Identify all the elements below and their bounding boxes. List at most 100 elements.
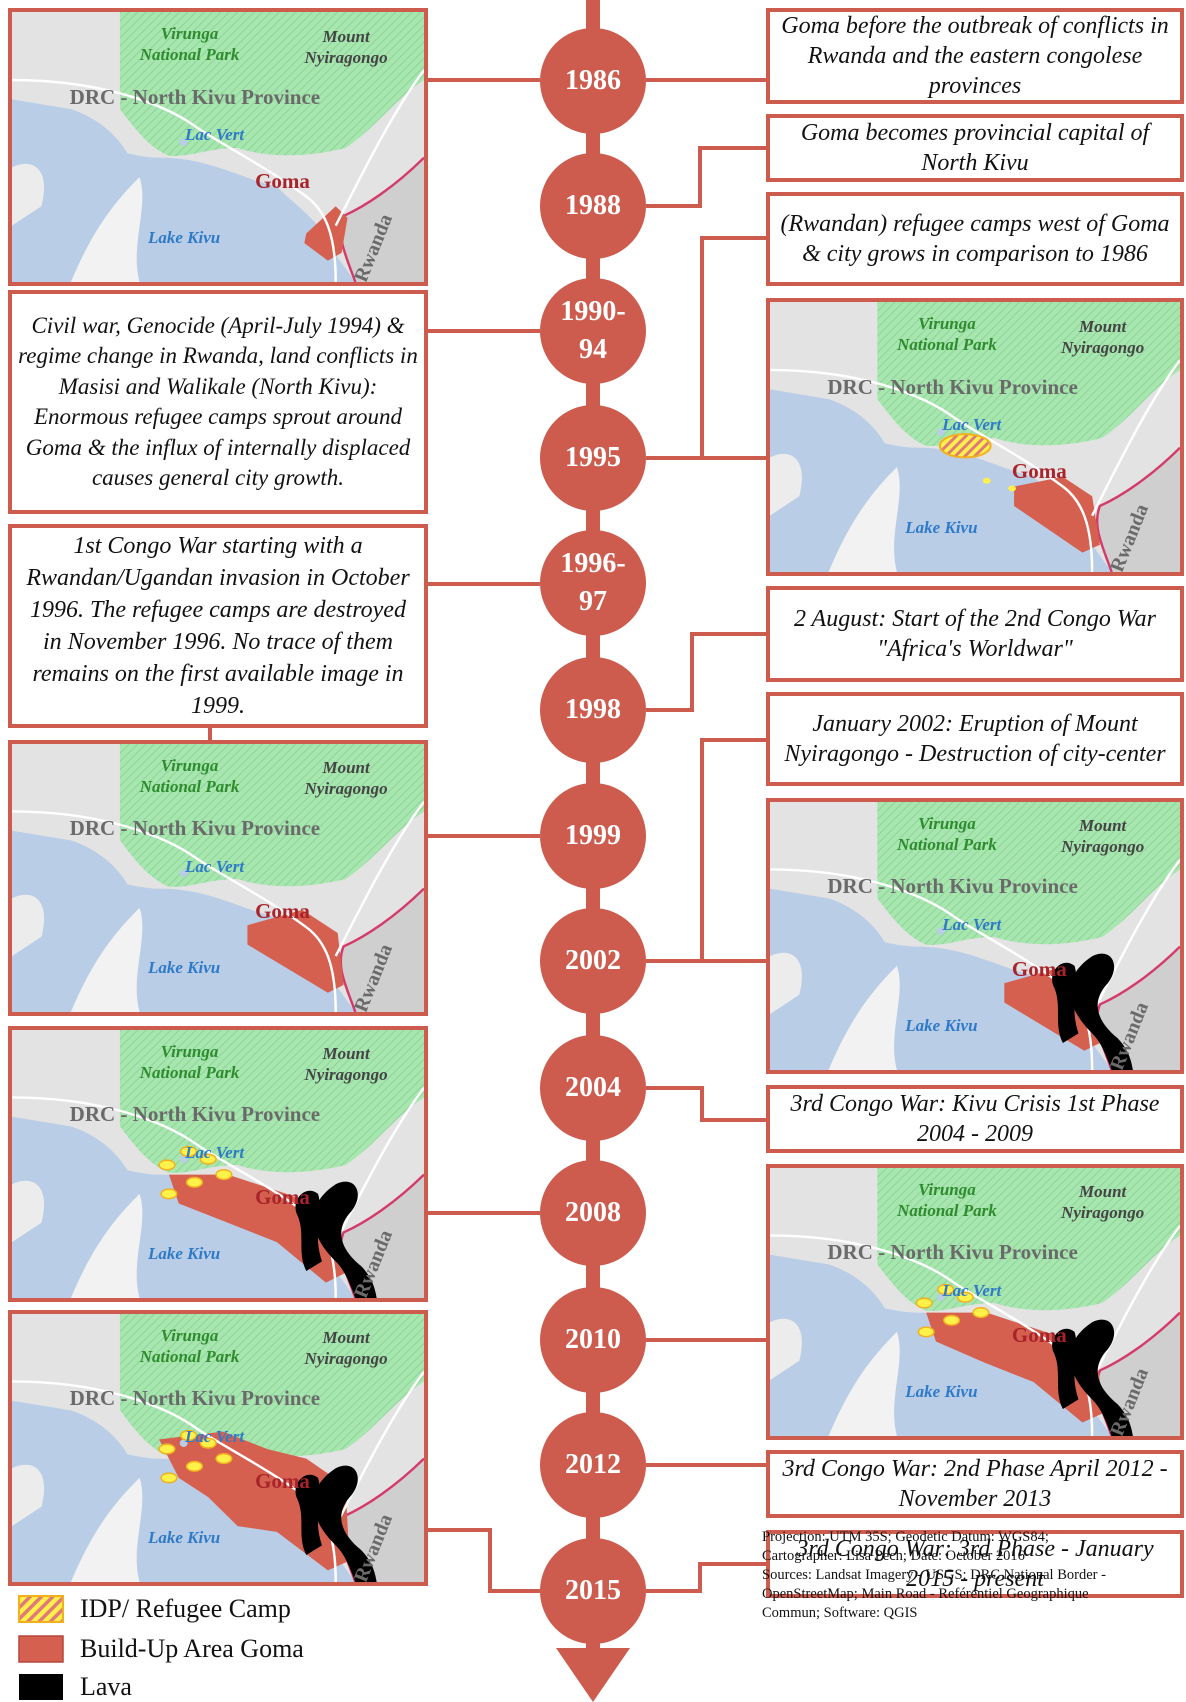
relief-peninsula (828, 1331, 900, 1436)
lava-swatch (19, 1674, 63, 1700)
lac-vert-water (936, 927, 945, 936)
timeline-node-1990-94: 1990-94 (540, 278, 646, 384)
connector-2004-event (646, 1086, 766, 1122)
idp-camp (915, 1297, 933, 1309)
lac-vert-label: Lac Vert (185, 125, 245, 145)
virunga-park-area (119, 744, 424, 887)
lava-flow (1070, 953, 1133, 1070)
timeline-node-1996-97: 1996-97 (540, 530, 646, 636)
park-label-line: National Park (139, 1062, 240, 1082)
event-1990-94: Civil war, Genocide (April-July 1994) & … (8, 290, 428, 514)
event-1988: Goma becomes provincial capital of North… (766, 114, 1184, 182)
relief-west (12, 163, 45, 226)
event-2012: 3rd Congo War: 2nd Phase April 2012 - No… (766, 1450, 1184, 1518)
credit-line: Commun; Software: QGIS (762, 1605, 918, 1621)
mount-label-line: Mount (322, 26, 370, 46)
timeline-node-1986: 1986 (540, 28, 646, 134)
park-label-line: Virunga (160, 755, 219, 775)
idp-camp (937, 1283, 955, 1296)
refugee-camp (982, 477, 991, 484)
park-label-line: National Park (139, 1346, 240, 1366)
lake-kivu-label: Lake Kivu (147, 1528, 221, 1548)
national-border (339, 887, 424, 1012)
park-label-line: Virunga (918, 313, 976, 333)
virunga-park-area (119, 12, 424, 156)
virunga-park-area (877, 1168, 1180, 1311)
idp-camp (185, 1176, 204, 1188)
mount-label-line: Nyiragongo (1061, 337, 1145, 357)
idp-camp (199, 1437, 217, 1449)
relief-west (12, 1180, 45, 1243)
mount-label-line: Mount (1079, 316, 1127, 336)
mount-label-line: Nyiragongo (304, 779, 388, 799)
lac-vert-label: Lac Vert (942, 914, 1002, 934)
idp-camp (160, 1472, 178, 1484)
virunga-park-area (119, 1030, 424, 1173)
connector-2015-map (428, 1528, 540, 1593)
relief-west (770, 952, 802, 1015)
event-1996-97: 1st Congo War starting with a Rwandan/Ug… (8, 524, 428, 728)
park-label-line: National Park (139, 44, 240, 64)
idp-camp (215, 1169, 233, 1181)
mount-label-line: Nyiragongo (1061, 837, 1145, 857)
province-label: DRC - North Kivu Province (69, 1102, 321, 1127)
timeline-node-2002: 2002 (540, 908, 646, 1014)
lava-flow (1052, 1328, 1079, 1410)
idp-camp (956, 1291, 974, 1303)
idp-camp (185, 1460, 204, 1472)
timeline-node-2010: 2010 (540, 1287, 646, 1393)
lac-vert-label: Lac Vert (185, 1142, 245, 1162)
lac-vert-label: Lac Vert (185, 856, 245, 876)
idp-camp (943, 1314, 961, 1326)
relief-west (770, 453, 802, 516)
legend-label-camp: IDP/ Refugee Camp (80, 1594, 291, 1623)
lava-flow (1052, 962, 1079, 1044)
lac-vert-water (936, 1293, 945, 1302)
built-up-swatch (18, 1635, 64, 1663)
relief-west (12, 894, 45, 957)
lac-vert-water (179, 869, 188, 878)
lac-vert-water (936, 428, 945, 437)
relief-peninsula (70, 907, 143, 1012)
park-label-line: Virunga (918, 1179, 976, 1199)
virunga-park-area (877, 302, 1180, 446)
event-1986: Goma before the outbreak of conflicts in… (766, 8, 1184, 104)
mount-label-line: Nyiragongo (1061, 1203, 1145, 1223)
camp-swatch (18, 1595, 64, 1623)
refugee-camp (1008, 485, 1016, 492)
relief-west (770, 1318, 802, 1381)
rwanda-area (340, 157, 424, 282)
park-label-line: National Park (897, 834, 997, 854)
lac-vert-label: Lac Vert (942, 415, 1002, 435)
legend-label-built-up: Build-Up Area Goma (80, 1634, 304, 1663)
event-1998: 2 August: Start of the 2nd Congo War "Af… (766, 586, 1184, 682)
relief-west (12, 1464, 45, 1527)
timeline-node-2015: 2015 (540, 1538, 646, 1644)
mount-label-line: Mount (1079, 816, 1127, 836)
idp-camp (160, 1188, 178, 1200)
built-up-area (1014, 476, 1100, 553)
relief-peninsula (70, 177, 143, 282)
main-road (770, 359, 1180, 572)
park-label-line: Virunga (160, 1041, 219, 1061)
virunga-park-area (119, 1314, 424, 1457)
mount-label-line: Mount (322, 1044, 370, 1064)
idp-camp (179, 1145, 198, 1158)
lake-kivu-label: Lake Kivu (905, 1382, 978, 1402)
event-2002: January 2002: Eruption of Mount Nyiragon… (766, 692, 1184, 786)
mount-label-line: Mount (322, 1328, 370, 1348)
lac-vert-label: Lac Vert (942, 1280, 1002, 1300)
